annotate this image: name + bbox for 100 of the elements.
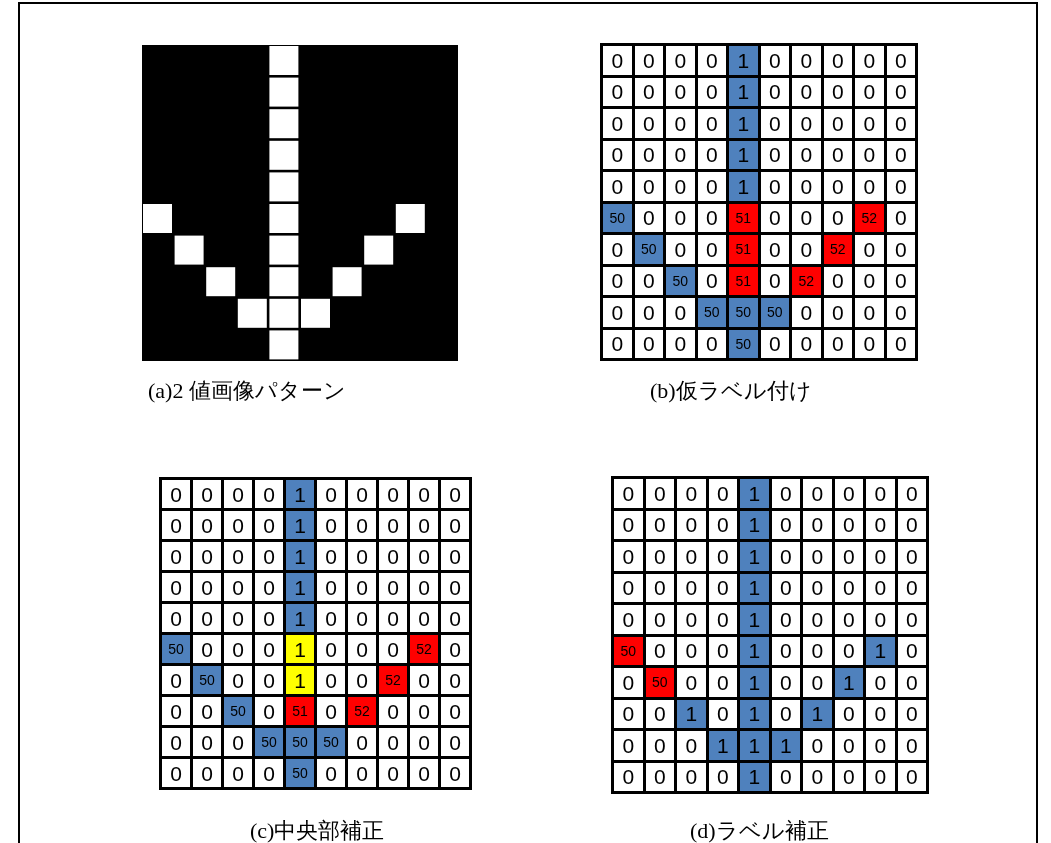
grid-cell: 0 [441,759,469,787]
grid-cell: 0 [614,542,643,571]
grid-cell: 0 [697,46,726,75]
grid-cell: 0 [771,762,800,791]
grid-cell: 0 [645,699,674,728]
grid-cell: 1 [740,699,769,728]
grid-cell: 0 [855,235,884,264]
grid-cell: 0 [803,731,832,760]
grid-cell: 0 [255,759,283,787]
grid-cell: 0 [645,636,674,665]
grid-cell: 0 [410,542,438,570]
grid-cell: 0 [855,266,884,295]
grid-cell: 0 [792,109,821,138]
grid-cell: 0 [792,140,821,169]
grid-cell: 0 [645,762,674,791]
grid-cell: 0 [162,697,190,725]
grid-cell: 0 [697,266,726,295]
grid-cell: 0 [886,329,915,358]
grid-cell: 0 [224,604,252,632]
grid-cell: 0 [614,605,643,634]
grid-cell: 0 [697,77,726,106]
grid-cell: 0 [708,542,737,571]
grid-cell: 50 [317,728,345,756]
grid-cell: 1 [866,636,895,665]
grid-cell: 50 [729,329,758,358]
grid-cell: 50 [760,298,789,327]
grid-cell: 0 [897,636,926,665]
grid-cell: 0 [634,172,663,201]
grid-cell: 0 [760,46,789,75]
grid-cell: 0 [697,329,726,358]
grid-cell: 0 [760,109,789,138]
grid-cell: 0 [823,298,852,327]
grid-cell: 0 [697,140,726,169]
grid-cell: 0 [677,479,706,508]
grid-cell: 0 [634,46,663,75]
grid-cell: 0 [855,140,884,169]
grid-cell: 0 [193,697,221,725]
grid-cell: 0 [162,542,190,570]
grid-cell: 0 [886,172,915,201]
grid-cell: 0 [255,666,283,694]
grid-cell: 0 [317,480,345,508]
grid-cell: 0 [614,762,643,791]
grid-cell: 0 [317,697,345,725]
grid-cell: 0 [697,109,726,138]
grid-cell: 0 [677,731,706,760]
grid-cell: 0 [803,762,832,791]
grid-cell: 0 [834,510,863,539]
grid-cell: 0 [855,298,884,327]
grid-cell: 0 [760,266,789,295]
caption: (c)中央部補正 [250,817,385,843]
grid-cell: 0 [162,728,190,756]
grid-cell: 0 [255,542,283,570]
grid-cell: 0 [224,728,252,756]
grid-cell: 0 [255,604,283,632]
grid-cell: 52 [348,697,376,725]
grid-cell: 0 [162,573,190,601]
grid-cell: 0 [348,511,376,539]
grid-cell: 0 [255,635,283,663]
grid-cell: 0 [317,542,345,570]
grid-cell: 0 [803,636,832,665]
grid-cell: 0 [603,266,632,295]
grid-cell: 0 [645,479,674,508]
grid-cell: 0 [803,573,832,602]
grid-cell: 50 [255,728,283,756]
grid-cell: 0 [792,298,821,327]
grid-cell: 0 [760,140,789,169]
grid-cell: 50 [666,266,695,295]
grid-cell: 0 [708,510,737,539]
grid-cell: 0 [834,605,863,634]
grid-cell: 0 [193,635,221,663]
grid-cell: 1 [729,172,758,201]
grid-cell: 0 [760,329,789,358]
grid-cell: 0 [886,266,915,295]
grid-cell: 1 [740,731,769,760]
grid-cell: 0 [255,511,283,539]
grid-cell: 0 [866,668,895,697]
grid-cell: 50 [224,697,252,725]
grid-cell: 0 [441,604,469,632]
grid-cell: 0 [708,668,737,697]
grid-cell: 0 [666,329,695,358]
grid-cell: 50 [162,635,190,663]
grid-cell: 0 [614,668,643,697]
grid-cell: 0 [634,298,663,327]
grid-cell: 52 [792,266,821,295]
grid-cell: 0 [162,759,190,787]
grid-cell: 1 [286,480,314,508]
grid-cell: 1 [729,109,758,138]
grid-cell: 50 [729,298,758,327]
grid-cell: 0 [866,762,895,791]
grid-cell: 0 [224,573,252,601]
grid-cell: 0 [645,510,674,539]
grid-cell: 0 [614,573,643,602]
grid-cell: 0 [823,329,852,358]
grid-cell: 0 [666,203,695,232]
grid-cell: 0 [317,759,345,787]
grid-cell: 1 [677,699,706,728]
grid-cell: 0 [771,479,800,508]
grid-cell: 0 [410,759,438,787]
grid-cell: 0 [441,697,469,725]
grid-cell: 0 [379,728,407,756]
